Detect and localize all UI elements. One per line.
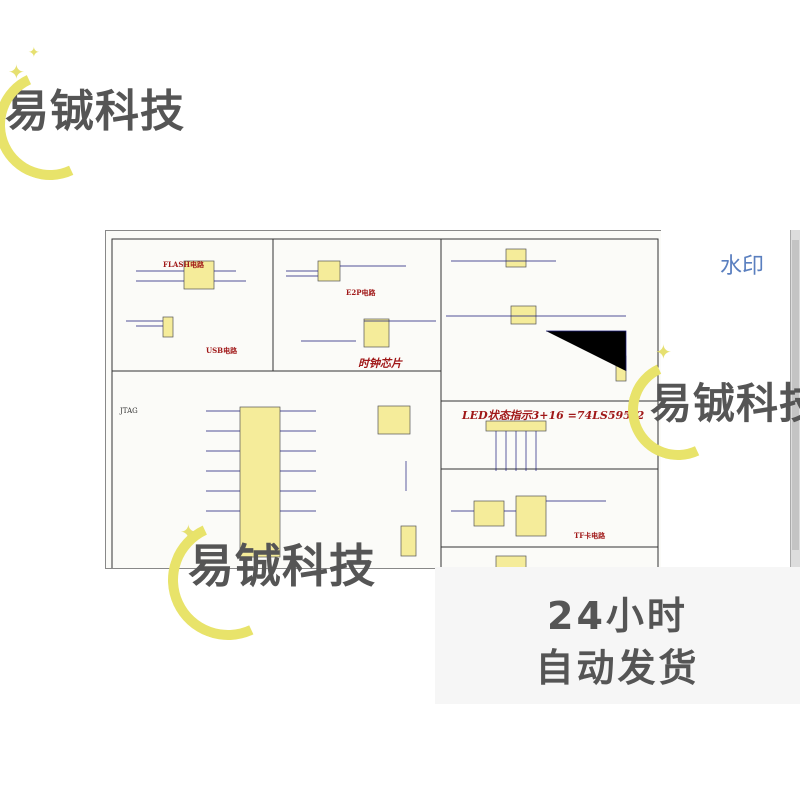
vertical-scrollbar[interactable]	[790, 230, 800, 567]
brand-watermark-center: 易铖科技	[188, 539, 376, 593]
schematic-drawing	[111, 238, 659, 568]
shipping-line-1: 24小时	[547, 594, 688, 638]
tf-card-label: TF卡电路	[574, 531, 606, 540]
brand-watermark-top: 易铖科技	[5, 86, 185, 137]
sparkle-icon: ✦	[28, 45, 40, 61]
brand-watermark-right: 易铖科技	[650, 379, 800, 428]
schematic-screenshot: FLASH电路 USB电路 E2P电路 时钟芯片 JTAG LED状态指示3+1…	[105, 230, 800, 569]
shipping-badge: 24小时 自动发货	[435, 567, 800, 704]
sparkle-icon: ✦	[8, 60, 25, 84]
usb-circuit-label: USB电路	[206, 346, 238, 355]
schematic-sheet: FLASH电路 USB电路 E2P电路 时钟芯片 JTAG LED状态指示3+1…	[105, 230, 662, 569]
led-status-label: LED状态指示3+16 =74LS595*2	[462, 409, 645, 422]
jtag-label: JTAG	[120, 407, 138, 415]
watermark-label: 水印	[720, 254, 765, 279]
clock-chip-label: 时钟芯片	[358, 357, 402, 370]
scrollbar-thumb[interactable]	[792, 240, 799, 550]
flash-circuit-label: FLASH电路	[163, 260, 204, 269]
properties-pane	[661, 230, 791, 567]
shipping-line-2: 自动发货	[535, 646, 700, 690]
e2p-circuit-label: E2P电路	[346, 288, 376, 297]
sparkle-icon: ✦	[180, 520, 197, 544]
sparkle-icon: ✦	[655, 340, 672, 364]
